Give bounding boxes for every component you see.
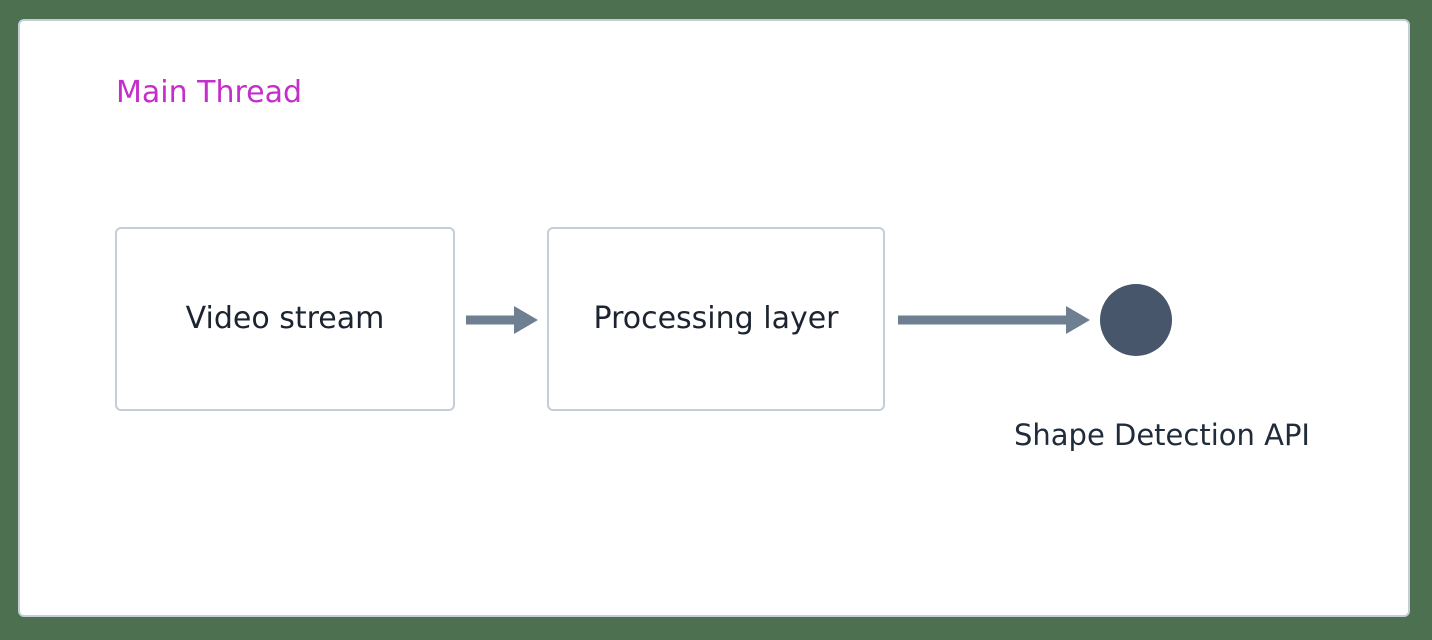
node-processing-layer-label: Processing layer [593,301,839,336]
node-shape-detection-api[interactable] [1100,284,1172,356]
node-processing-layer[interactable]: Processing layer [547,227,885,411]
node-video-stream[interactable]: Video stream [115,227,455,411]
edge-processing-to-api-arrow [898,306,1090,334]
node-shape-detection-api-label: Shape Detection API [1013,418,1310,452]
arrowhead-icon [514,306,538,334]
arrowhead-icon [1066,306,1090,334]
edge-video-to-processing-arrow [466,306,538,334]
cluster-label-main-thread: Main Thread [116,75,303,110]
node-video-stream-label: Video stream [185,301,385,336]
